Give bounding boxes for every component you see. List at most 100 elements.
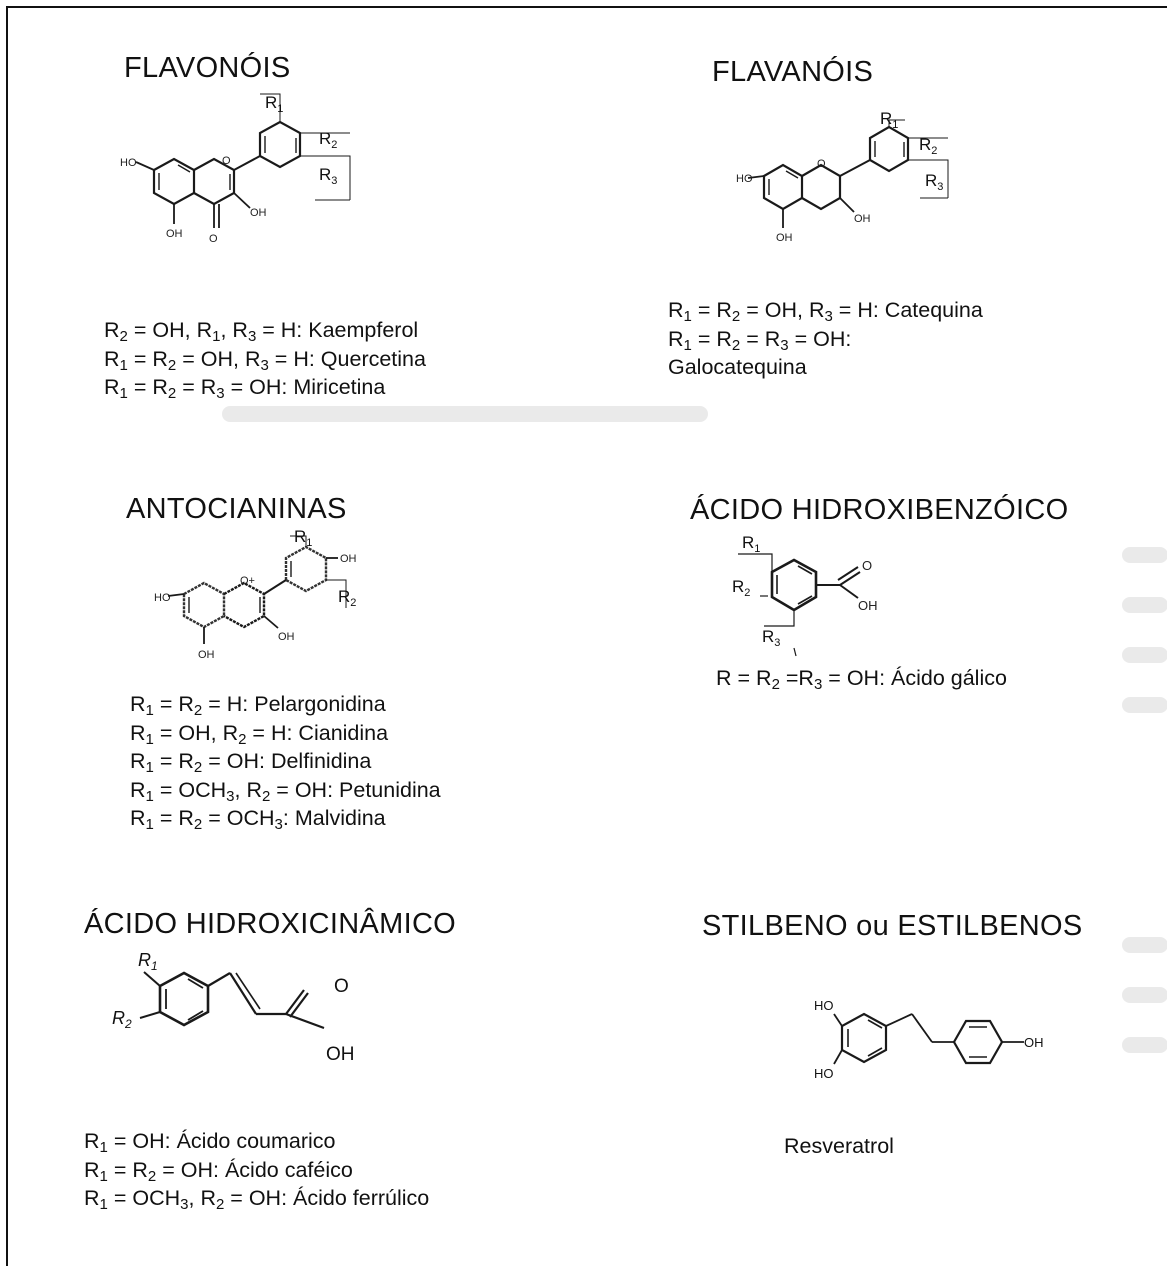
line-text: Galocatequina xyxy=(668,355,807,379)
page-frame xyxy=(6,6,1167,1266)
line-text: R xyxy=(84,1157,100,1182)
svg-text:HO: HO xyxy=(736,173,753,185)
flavonols-structure: HO OH O O OH R1 R2 R3 xyxy=(120,93,351,245)
svg-text:HO: HO xyxy=(120,157,137,169)
substituent-line: Galocatequina xyxy=(668,353,983,382)
line-text: = OH: Delfinidina xyxy=(202,749,372,773)
subscript: 2 xyxy=(771,676,780,693)
line-text: = R xyxy=(740,326,781,351)
subscript: 1 xyxy=(683,308,692,325)
line-text: = OH: Ácido coumarico xyxy=(107,1129,336,1153)
line-text: R xyxy=(130,777,146,802)
line-text: , R xyxy=(188,1186,216,1210)
line-text: = OH: xyxy=(788,326,852,351)
line-text: = OH, R xyxy=(176,346,261,371)
svg-text:OH: OH xyxy=(1024,1035,1044,1050)
svg-text:R3: R3 xyxy=(925,171,943,193)
line-text: = H: Cianidina xyxy=(246,720,389,745)
subscript: 1 xyxy=(119,356,128,374)
subscript: 3 xyxy=(780,336,789,354)
flavonols-title: FLAVONÓIS xyxy=(124,52,291,84)
stilbenes-structure: HO HO OH xyxy=(814,998,1044,1081)
substituent-line: R1 = OH: Ácido coumarico xyxy=(84,1127,429,1156)
substituent-line: R2 = OH, R1, R3 = H: Kaempferol xyxy=(104,316,426,345)
line-text: R xyxy=(84,1186,100,1210)
subscript: 2 xyxy=(167,385,177,402)
svg-text:R2: R2 xyxy=(338,587,356,609)
line-text: = R xyxy=(691,298,732,322)
substituent-line: Resveratrol xyxy=(784,1132,894,1161)
line-text: = H: Kaempferol xyxy=(256,318,419,342)
svg-text:R1: R1 xyxy=(265,93,283,115)
line-text: = R xyxy=(691,326,732,351)
subscript: 1 xyxy=(145,816,154,833)
line-text: = R xyxy=(107,1157,148,1182)
subscript: 2 xyxy=(167,356,177,374)
line-text: = R xyxy=(127,346,168,371)
svg-text:HO: HO xyxy=(814,1066,834,1081)
svg-text:R1: R1 xyxy=(742,533,760,555)
line-text: = H: Pelargonidina xyxy=(202,692,386,716)
line-text: = OCH xyxy=(202,806,275,830)
line-text: = OCH xyxy=(107,1186,181,1210)
subscript: 2 xyxy=(193,816,203,833)
line-text: R xyxy=(130,806,146,830)
subscript: 1 xyxy=(683,336,692,354)
svg-text:OH: OH xyxy=(278,631,295,643)
svg-text:R3: R3 xyxy=(319,165,337,187)
subscript: 1 xyxy=(145,787,154,805)
line-text: R xyxy=(668,326,684,351)
line-text: R xyxy=(84,1129,100,1153)
line-text: R xyxy=(130,720,146,745)
line-text: = H: Catequina xyxy=(832,298,983,322)
substituent-line: R = R2 =R3 = OH: Ácido gálico xyxy=(716,664,1007,693)
subscript: 2 xyxy=(147,1167,157,1185)
hydroxycinnamic-structure: R1 R2 O OH xyxy=(112,950,355,1065)
svg-text:R1: R1 xyxy=(138,950,158,973)
svg-text:O+: O+ xyxy=(240,575,255,587)
subscript: 1 xyxy=(145,702,154,719)
line-text: R = R xyxy=(716,666,772,690)
line-text: , R xyxy=(234,777,262,802)
substituent-line: R1 = OCH3, R2 = OH: Petunidina xyxy=(130,776,441,805)
svg-text:OH: OH xyxy=(326,1044,355,1065)
line-text: = R xyxy=(176,375,217,399)
line-text: R xyxy=(104,346,120,371)
line-text: , R xyxy=(220,318,248,342)
subscript: 1 xyxy=(119,385,128,402)
svg-text:R3: R3 xyxy=(762,627,780,649)
substituent-line: R1 = R2 = OH: Ácido caféico xyxy=(84,1156,429,1185)
line-text: R xyxy=(130,749,146,773)
anthocyanins-structure: HO OH O+ OH OH R1 R2 xyxy=(154,527,357,661)
substituent-line: R1 = R2 = OH, R3 = H: Catequina xyxy=(668,296,983,325)
substituent-line: R1 = R2 = OH, R3 = H: Quercetina xyxy=(104,345,426,374)
subscript: 2 xyxy=(215,1196,225,1213)
svg-text:R2: R2 xyxy=(319,129,337,151)
subscript: 3 xyxy=(226,787,235,805)
line-text: =R xyxy=(779,666,814,690)
subscript: 2 xyxy=(731,336,741,354)
stilbenes-caption: Resveratrol xyxy=(784,1132,894,1161)
svg-text:O: O xyxy=(817,158,826,170)
line-text: = OH: Miricetina xyxy=(224,375,386,399)
substituent-line: R1 = R2 = OCH3: Malvidina xyxy=(130,804,441,833)
hydroxycinnamic-title: ÁCIDO HIDROXICINÂMICO xyxy=(84,908,457,940)
line-text: = R xyxy=(153,806,194,830)
line-text: = R xyxy=(127,375,168,399)
line-text: = R xyxy=(153,749,194,773)
svg-text:R2: R2 xyxy=(732,577,750,599)
svg-text:HO: HO xyxy=(154,592,171,604)
svg-text:OH: OH xyxy=(854,213,871,225)
anthocyanins-title: ANTOCIANINAS xyxy=(126,493,347,525)
svg-text:R2: R2 xyxy=(919,135,937,157)
subscript: 1 xyxy=(145,759,154,776)
line-text: R xyxy=(668,298,684,322)
line-text: = OH: Ácido caféico xyxy=(156,1157,353,1182)
svg-text:O: O xyxy=(334,976,349,997)
subscript: 3 xyxy=(260,356,269,374)
svg-text:O: O xyxy=(222,155,231,167)
subscript: 1 xyxy=(99,1196,108,1213)
subscript: 2 xyxy=(119,328,128,345)
